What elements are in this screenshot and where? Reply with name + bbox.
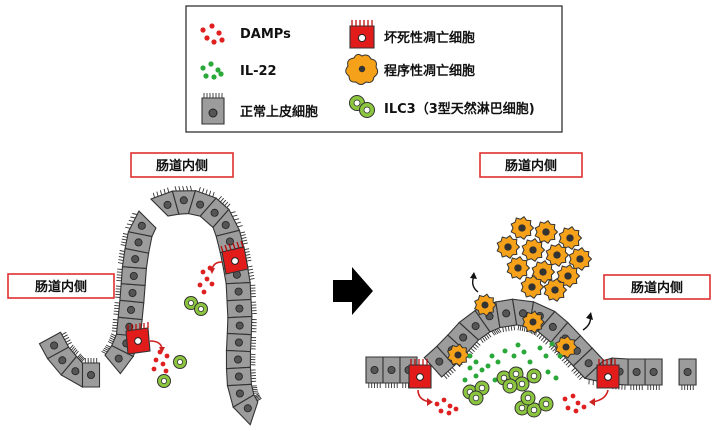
- left-epithelial-cell: [113, 299, 145, 321]
- right-epithelial-cell: [627, 358, 646, 390]
- right-epithelial-cell: [644, 358, 663, 390]
- right-epithelial-cell: [447, 321, 481, 355]
- left-epithelial-cell: [225, 281, 256, 302]
- shed-apoptotic-cluster: [496, 216, 593, 302]
- left-ilc3-cells: [157, 296, 208, 388]
- left-epithelial-cell: [115, 283, 146, 304]
- il22-legend-icon: [200, 61, 224, 80]
- legend-damps-label: DAMPs: [240, 27, 291, 42]
- ilc3-cell: [526, 402, 542, 418]
- apoptotic-cell: [531, 260, 556, 284]
- left-epithelial-cell: [187, 186, 218, 217]
- ilc3-cell: [520, 390, 536, 406]
- ilc3-cell: [526, 368, 542, 384]
- left-necroptotic-cell-upper: [220, 240, 249, 275]
- left-epithelial-cell: [232, 393, 262, 426]
- right-top-label-text: 肠道内侧: [505, 158, 557, 174]
- left-epithelium-band: [38, 185, 262, 426]
- right-top-label: 肠道内侧: [479, 152, 583, 178]
- apoptotic-cell-legend-icon: [345, 53, 379, 85]
- ilc3-legend-icon: [349, 95, 375, 118]
- apoptotic-cell: [521, 238, 546, 262]
- right-epithelial-cell: [678, 358, 697, 390]
- ilc3-cell: [468, 390, 484, 406]
- right-side-label: 肠道内侧: [603, 274, 711, 300]
- left-epithelial-cell: [125, 210, 157, 238]
- left-epithelial-cell: [117, 247, 150, 270]
- left-top-label-text: 肠道内侧: [156, 158, 208, 174]
- left-epithelial-cell: [199, 196, 231, 229]
- ilc3-cell: [538, 396, 554, 412]
- left-necroptotic-cell-lower: [125, 322, 151, 355]
- apoptotic-cell: [447, 343, 470, 367]
- left-epithelial-cell: [225, 349, 256, 370]
- apoptotic-cell: [534, 220, 559, 244]
- apoptotic-cell: [506, 256, 531, 280]
- left-epithelial-cell: [60, 353, 86, 388]
- legend-necroptosis-label: 坏死性凋亡细胞: [384, 30, 475, 46]
- right-epithelial-cell: [382, 356, 401, 388]
- left-epithelial-cell: [226, 298, 257, 319]
- apoptotic-cell: [558, 226, 583, 250]
- apoptotic-cell: [496, 235, 521, 259]
- left-side-label-text: 肠道内侧: [35, 279, 87, 295]
- left-side-label: 肠道内侧: [7, 273, 115, 299]
- right-panel: 肠道内侧 肠道内侧: [365, 152, 711, 418]
- left-epithelial-cell: [226, 315, 257, 336]
- left-epithelial-cell: [225, 366, 257, 387]
- left-damps-lower: [151, 349, 170, 374]
- legend-ilc3-label: ILC3（3型天然淋巴细胞): [384, 101, 535, 117]
- left-epithelial-cell: [225, 332, 257, 353]
- transition-arrow: [333, 267, 373, 315]
- right-apoptotic-cells: [447, 293, 578, 367]
- right-ilc3-cells: [462, 366, 554, 418]
- left-epithelial-cell: [81, 358, 101, 388]
- left-epithelial-cell: [116, 266, 147, 287]
- legend-il22-label: IL-22: [240, 64, 277, 79]
- apoptotic-cell: [568, 247, 593, 271]
- right-epithelial-cell: [495, 298, 518, 333]
- apoptotic-cell: [556, 264, 581, 288]
- legend-apoptosis-label: 程序性凋亡细胞: [384, 63, 475, 79]
- right-side-label-text: 肠道内侧: [631, 280, 683, 296]
- right-necroptotic-cell-left: [408, 359, 432, 389]
- apoptotic-cell: [545, 243, 570, 267]
- right-epithelial-cell: [365, 356, 384, 388]
- apoptotic-cell: [555, 335, 578, 359]
- apoptotic-cell: [474, 293, 497, 317]
- damps-legend-icon: [200, 23, 225, 45]
- apoptotic-cell: [520, 275, 545, 299]
- apoptotic-cell: [543, 278, 568, 302]
- necroptotic-cell-legend-icon: [349, 20, 375, 49]
- left-panel: 肠道内侧 肠道内侧: [7, 152, 262, 426]
- left-epithelial-cell: [120, 231, 153, 254]
- legend: DAMPs IL-22 正常上皮細胞 坏死性凋亡细胞 程序性凋亡细胞: [185, 5, 563, 133]
- right-damps-right: [562, 393, 587, 414]
- apoptotic-cell: [522, 310, 545, 334]
- left-top-label: 肠道内侧: [130, 152, 234, 178]
- ilc3-cell: [502, 378, 518, 394]
- legend-normal-label: 正常上皮細胞: [240, 104, 318, 120]
- apoptotic-cell: [510, 216, 535, 240]
- right-damps-left: [434, 397, 459, 416]
- right-necroptotic-cell-right: [596, 359, 620, 389]
- epithelial-cell-legend-icon: [201, 93, 225, 125]
